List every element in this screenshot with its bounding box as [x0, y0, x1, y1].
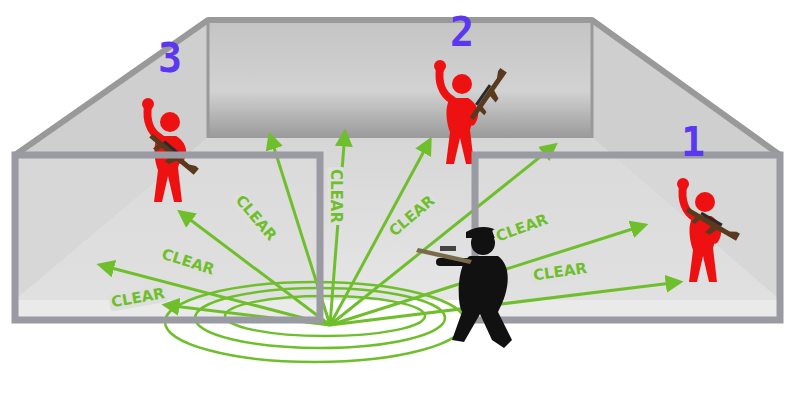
callout-number: 1 [681, 122, 705, 162]
enemy-2 [434, 60, 513, 164]
enemy-3 [142, 98, 199, 202]
callout-number: 3 [158, 38, 182, 78]
callout-number: 2 [450, 12, 474, 52]
clear-label: CLEAR [328, 167, 345, 225]
enemy-1 [677, 178, 740, 282]
